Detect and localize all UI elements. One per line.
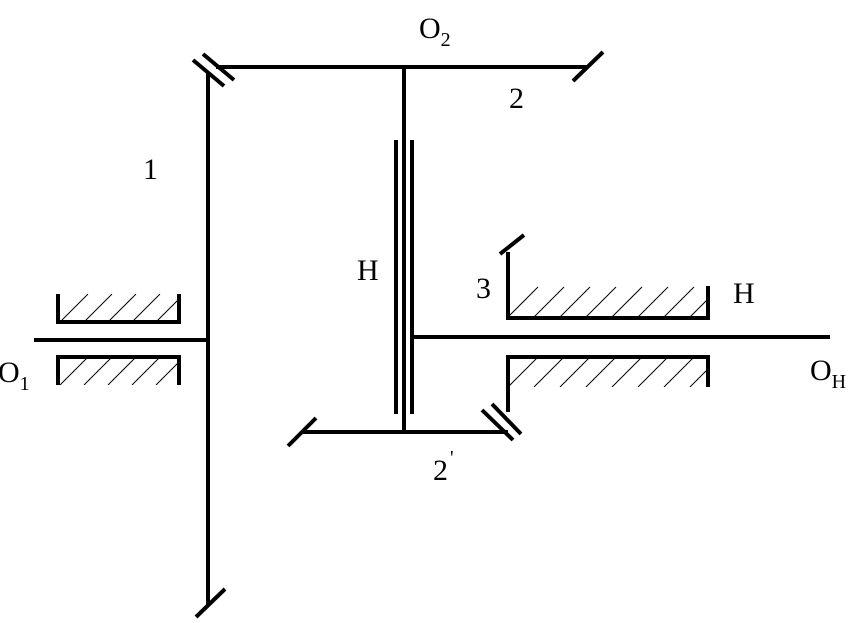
- label-carrier-h-right: H: [733, 277, 755, 310]
- label-gear-1: 1: [143, 153, 158, 186]
- gear-3-frame: [498, 233, 710, 412]
- label-carrier-h-mid: H: [357, 254, 379, 287]
- label-gear-2: 2: [509, 82, 524, 115]
- gear-2: [216, 50, 605, 83]
- gear-1: [191, 52, 236, 619]
- label-oh: OH: [810, 354, 846, 393]
- label-gear-2-prime: 2': [433, 447, 454, 487]
- label-gear-3: 3: [476, 272, 491, 305]
- left-bearing: [56, 294, 181, 385]
- label-o1: O1: [0, 356, 30, 395]
- label-o2: O2: [419, 12, 451, 51]
- carrier-h: [394, 140, 414, 414]
- gear-2-prime: [286, 402, 523, 448]
